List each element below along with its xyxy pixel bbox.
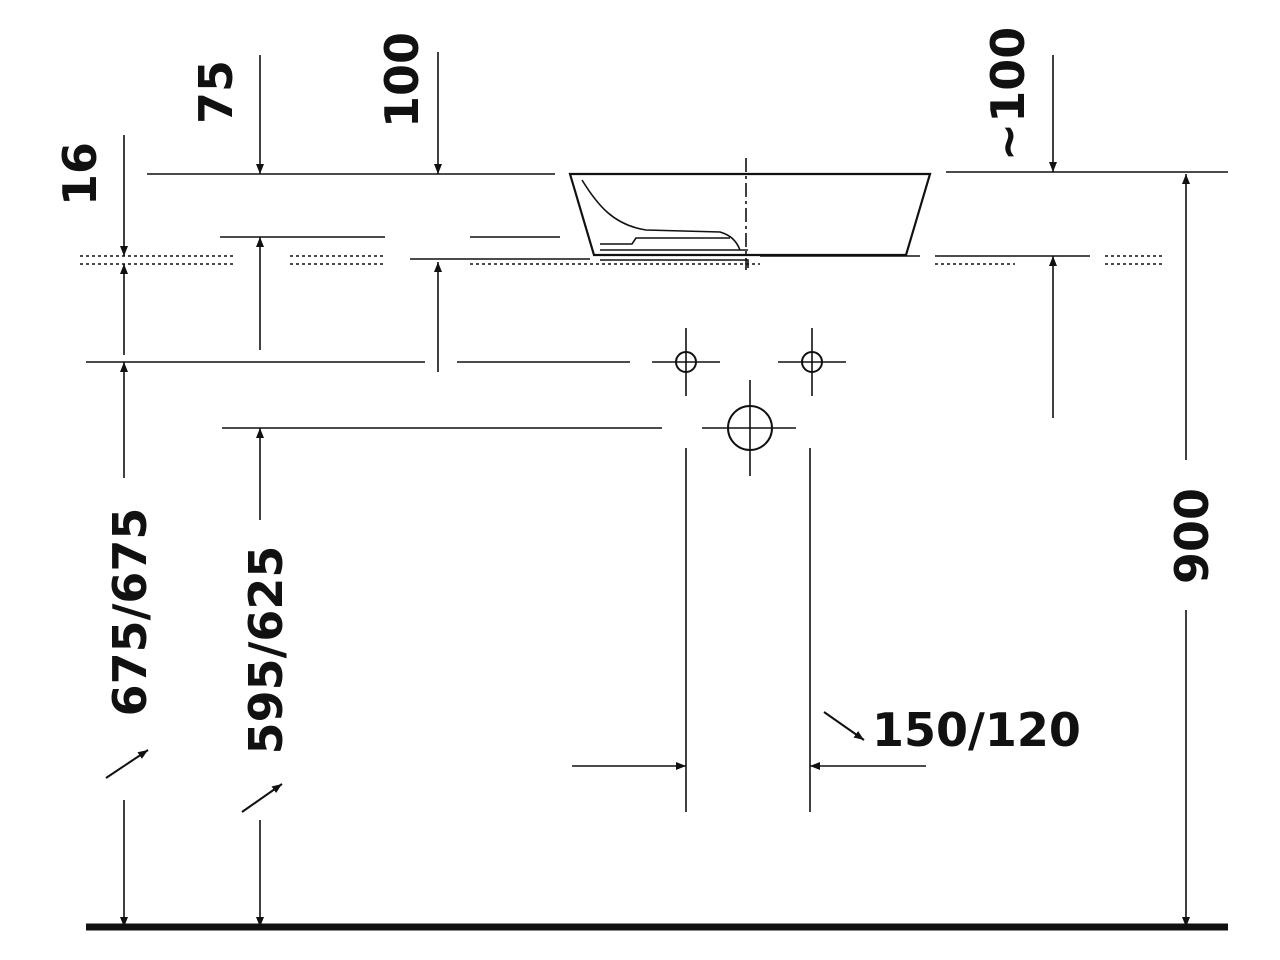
reference-lines	[80, 171, 1228, 931]
dimension-16-label: 16	[53, 142, 107, 206]
supply-connection-left	[652, 328, 720, 396]
dimension-75-label: 75	[189, 60, 243, 124]
dimension-150	[572, 711, 926, 770]
dimension-100-approx-label: ~100	[981, 27, 1035, 162]
waste-connection	[702, 380, 796, 476]
dimension-100-label: 100	[375, 32, 429, 128]
basin-profile	[568, 158, 932, 270]
dimension-595	[241, 428, 283, 927]
dimension-150-label: 150/120	[872, 703, 1081, 757]
supply-spacing-extensions	[685, 448, 811, 812]
dimension-595-label: 595/625	[239, 546, 293, 755]
supply-connection-right	[778, 328, 846, 396]
dimension-675	[105, 362, 149, 927]
dimension-675-label: 675/675	[103, 508, 157, 717]
dimension-900-label: 900	[1165, 488, 1219, 584]
